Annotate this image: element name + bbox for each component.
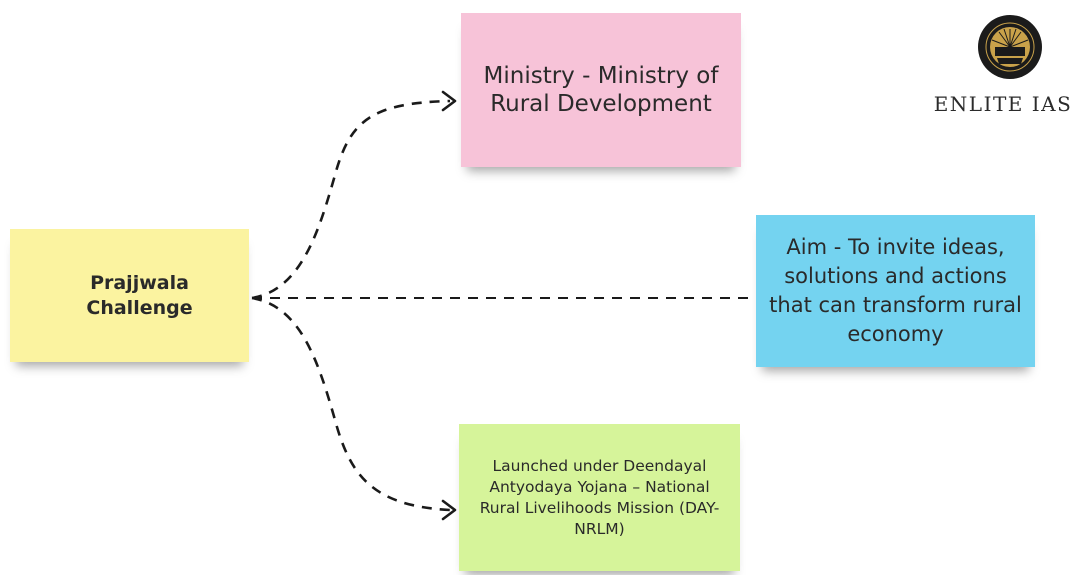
node-launched: Launched under Deendayal Antyodaya Yojan… [459, 424, 740, 571]
connector-to-ministry [251, 99, 451, 300]
node-ministry: Ministry - Ministry of Rural Development [461, 13, 741, 167]
center-node-label: Prajjwala Challenge [86, 271, 193, 319]
node-aim-label: Aim - To invite ideas, solutions and act… [769, 235, 1022, 346]
logo-emblem-icon [978, 15, 1042, 79]
node-ministry-label: Ministry - Ministry of Rural Development [483, 63, 719, 117]
connector-to-launched [251, 296, 451, 512]
arrowhead-ministry-icon [441, 90, 457, 112]
logo-name: ENLITE IAS [933, 92, 1073, 116]
node-launched-label: Launched under Deendayal Antyodaya Yojan… [479, 456, 720, 538]
node-aim: Aim - To invite ideas, solutions and act… [756, 215, 1035, 367]
enlite-ias-logo: ENLITE IAS [928, 14, 1078, 134]
center-node-prajjwala: Prajjwala Challenge [10, 229, 249, 362]
arrowhead-launched-icon [441, 499, 457, 521]
